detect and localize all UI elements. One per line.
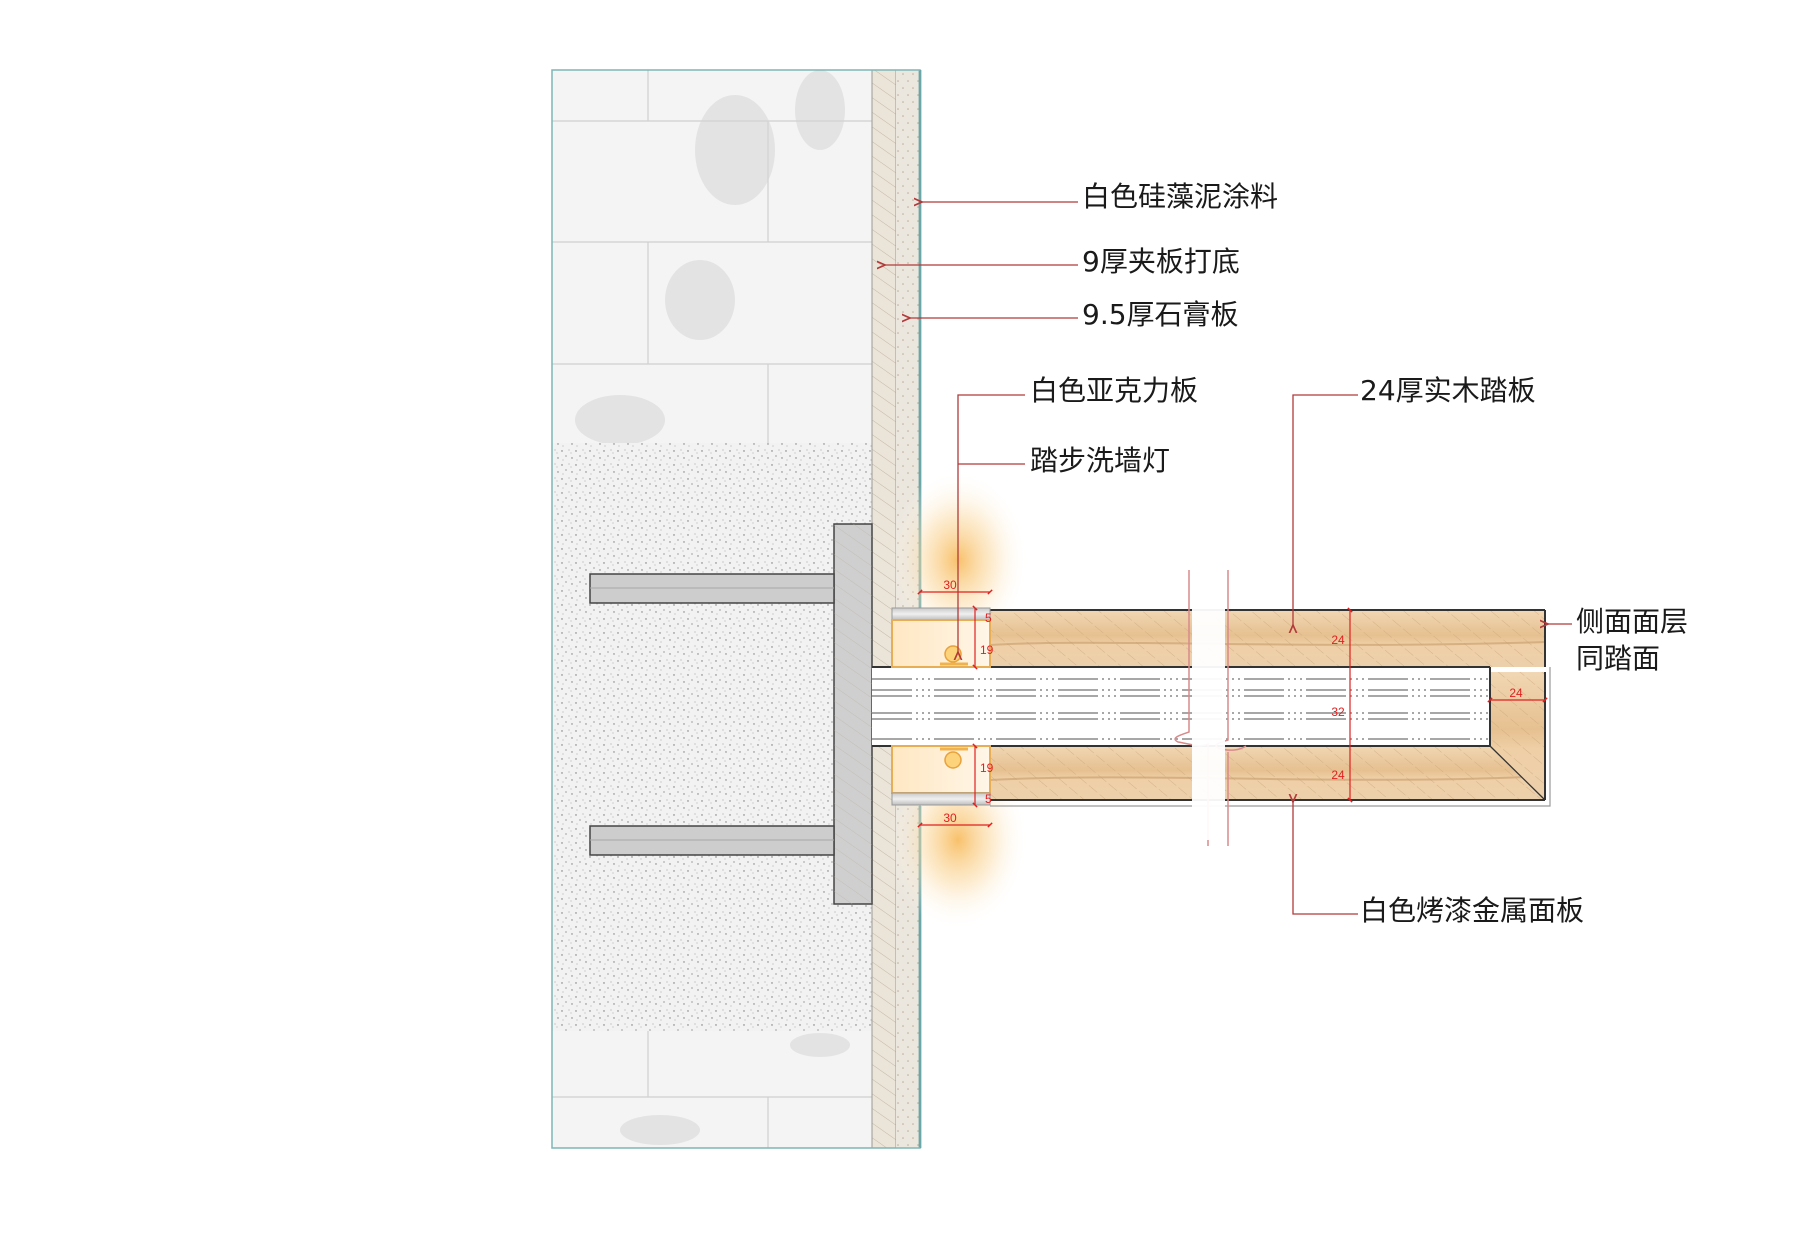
label-wall-washer: 踏步洗墙灯 xyxy=(1030,444,1171,477)
label-diatom-paint: 白色硅藻泥涂料 xyxy=(1082,180,1279,213)
label-side-face-1: 侧面面层 xyxy=(1576,605,1689,638)
led-bulb-lower xyxy=(944,751,962,769)
steel-anchor-bracket xyxy=(589,523,873,905)
label-gypsum-9-5: 9.5厚石膏板 xyxy=(1082,298,1239,331)
leader-lines xyxy=(885,202,1572,915)
dim-nosing: 24 xyxy=(1509,686,1523,700)
dim-tread-bottom: 24 xyxy=(1331,768,1345,782)
label-tread-24: 24厚实木踏板 xyxy=(1360,374,1536,407)
dim-bottom-acrylic: 5 xyxy=(985,792,992,806)
label-side-face-2: 同踏面 xyxy=(1576,642,1661,675)
label-metal-panel: 白色烤漆金属面板 xyxy=(1360,894,1585,927)
white-metal-panel xyxy=(990,667,1551,807)
dim-core: 32 xyxy=(1331,705,1345,719)
concrete-structure xyxy=(552,443,872,1031)
dim-top-light: 19 xyxy=(980,643,994,657)
label-acrylic: 白色亚克力板 xyxy=(1030,374,1199,407)
stair-tread xyxy=(872,609,1551,807)
dim-bottom-light: 19 xyxy=(980,761,994,775)
dim-tread-top: 24 xyxy=(1331,633,1345,647)
acrylic-cover-lower xyxy=(891,792,991,806)
dim-bottom-offset: 30 xyxy=(943,811,957,825)
dim-top-acrylic: 5 xyxy=(985,611,992,625)
dim-top-offset: 30 xyxy=(943,578,957,592)
tread-core xyxy=(872,667,1490,746)
dimension-lines xyxy=(917,589,1548,828)
label-plywood-9: 9厚夹板打底 xyxy=(1082,245,1240,278)
